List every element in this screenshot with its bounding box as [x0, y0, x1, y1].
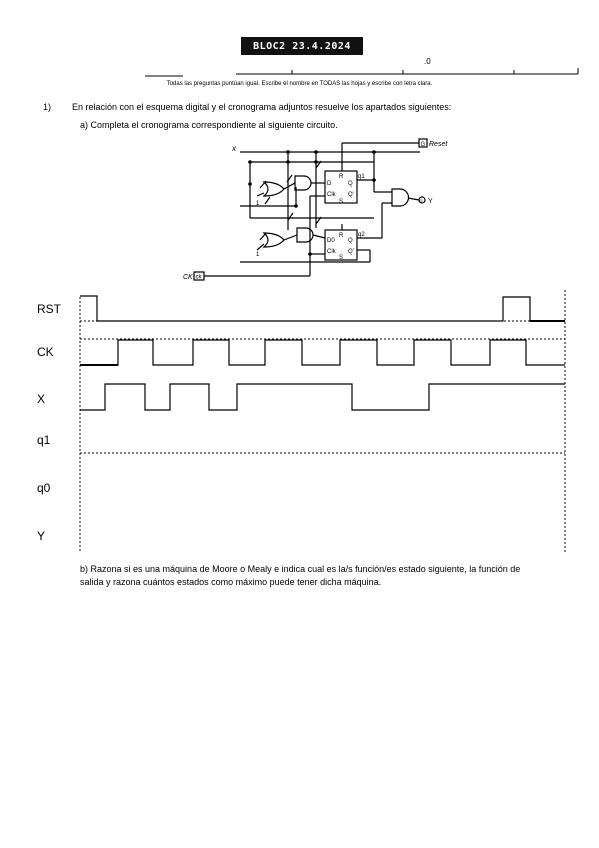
const-one-bottom: 1: [256, 252, 260, 258]
circuit-label-y: Y: [428, 198, 433, 205]
ff0-pin-clk: Clk: [327, 249, 337, 255]
question-number: 1): [43, 102, 52, 112]
const-one-top: 1: [256, 201, 260, 207]
circuit-label-q2: q2: [358, 232, 365, 238]
circuit-label-x: x: [231, 144, 237, 153]
part-b-text: b) Razona si es una máquina de Moore o M…: [80, 564, 521, 587]
question-text: En relación con el esquema digital y el …: [72, 102, 452, 112]
signal-label-rst: RST: [37, 302, 61, 316]
header-mark: .0: [424, 57, 431, 66]
ff1-pin-clk: Clk: [327, 192, 337, 198]
ff1-pin-qbar: Q': [348, 192, 354, 198]
instructions: Todas las preguntas puntúan igual. Escri…: [166, 81, 433, 87]
exam-title-badge: BLOC2 23.4.2024: [241, 37, 363, 55]
circuit-label-y-box: G: [420, 198, 423, 203]
ff0-pin-d: D0: [327, 238, 335, 244]
exam-title: BLOC2 23.4.2024: [253, 40, 351, 52]
signal-label-ck: CK: [37, 345, 54, 359]
circuit-label-reset-box: G: [421, 142, 426, 148]
circuit-label-ck-box: ck: [196, 275, 203, 281]
x-waveform: [80, 383, 565, 411]
ff1-pin-d: D: [327, 181, 332, 187]
ff0-pin-q: Q: [348, 238, 353, 244]
rst-waveform: [80, 295, 565, 322]
ff0-pin-r: R: [339, 233, 344, 239]
signal-label-y: Y: [37, 529, 46, 543]
ff0-pin-qbar: Q': [348, 249, 354, 255]
ff0-pin-s: S: [339, 255, 343, 261]
signal-label-q0: q0: [37, 481, 51, 495]
signal-label-q1: q1: [37, 433, 51, 447]
ck-waveform: [80, 339, 565, 366]
circuit-label-q1: q1: [358, 174, 365, 180]
signal-label-x: X: [37, 392, 46, 406]
circuit-label-ck: CK: [183, 274, 193, 281]
circuit-label-reset: Reset: [429, 141, 448, 148]
ff1-pin-q: Q: [348, 181, 353, 187]
ff1-pin-s: S: [339, 199, 343, 205]
ff1-pin-r: R: [339, 174, 344, 180]
part-a-text: a) Completa el cronograma correspondient…: [80, 120, 338, 130]
